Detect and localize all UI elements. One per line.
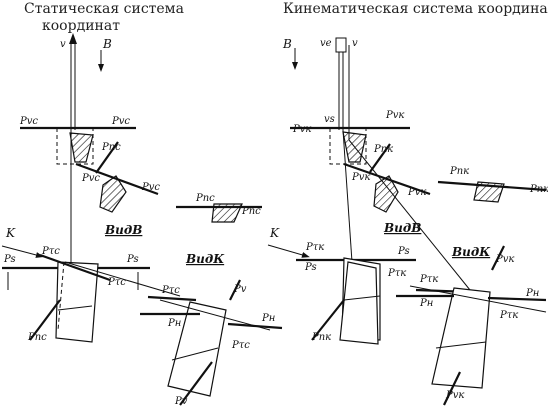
static-Pvc-diag1: Pvc [81, 173, 100, 184]
kin-ve-label: ve [320, 38, 332, 49]
kin-Pvk-diag1: Pvк [351, 172, 370, 183]
kin-Ps-left: Ps [304, 262, 317, 273]
static-system-drawing: v B Pvc Pvc Pnc Pvc Pvc Pnc Pnc ВидВ Вид… [1, 33, 283, 407]
kin-Pnk-bottom: Pnк [311, 332, 331, 343]
static-Ps-right: Ps [126, 254, 139, 265]
static-tilted-section [99, 175, 127, 213]
static-Pnc-bottom-line [29, 299, 61, 341]
kinematic-system-drawing: B ve v Pvк Pvк vs Pnк Pvк Pvк Pnк Pnк Ви… [267, 37, 548, 406]
static-Ptc-right: Pτc [161, 285, 180, 296]
static-Pv-line [229, 279, 241, 301]
static-K-label: K [5, 226, 16, 240]
static-v-arrowhead [69, 33, 77, 44]
kin-Pn2-line [487, 296, 547, 302]
kin-vidB-label: ВидВ [383, 221, 421, 235]
static-Pn2-line [227, 322, 283, 330]
static-Pnc-viewK-right: Pnc [241, 206, 261, 217]
static-viewK-tool [167, 301, 227, 397]
static-Pnc-bottom: Pnc [27, 332, 47, 343]
kin-Pvk-vert-line [491, 245, 505, 271]
static-Pn: Pн [167, 318, 181, 329]
kin-K-label: K [269, 226, 280, 240]
static-title-line2: координат [42, 18, 120, 34]
static-dashed-box [56, 127, 94, 165]
static-tool-dash [57, 261, 65, 331]
static-Ps-left: Ps [3, 254, 16, 265]
kin-viewK-edge [435, 341, 487, 349]
kin-Pn2: Pн [525, 288, 539, 299]
kin-Pvk-bottom: Pvк [445, 390, 464, 401]
static-Ptc-mid: Pτc [107, 277, 126, 288]
static-Ptc-low: Pτc [231, 340, 250, 351]
kin-Pnk-tilt-label: Pnк [373, 144, 393, 155]
kin-vidK-label: ВидК [451, 245, 491, 259]
kin-long-diag [348, 139, 471, 291]
static-title-line1: Статическая система [24, 1, 184, 17]
kin-B-label: B [282, 37, 292, 51]
static-Pvc-right: Pvc [111, 116, 130, 127]
static-v-label: v [60, 39, 66, 50]
kin-Ptk-top: Pτк [305, 242, 324, 253]
static-Pnc-viewK: Pnc [195, 193, 215, 204]
kin-Pvk-bottom-line [443, 371, 461, 406]
static-B-label: B [102, 37, 112, 51]
kin-tool-body-2 [339, 261, 379, 345]
kin-Pnk-tilt [369, 143, 391, 173]
static-hatched-section [69, 132, 94, 163]
static-Ptc-line [39, 253, 111, 282]
kin-Pvk-left: Pvк [292, 124, 311, 135]
kin-tilted-section [373, 175, 399, 213]
static-Pn2: Pн [261, 313, 275, 324]
static-tool-body [55, 261, 99, 343]
kin-axis-extend [342, 129, 353, 263]
kin-viewK-tool [431, 287, 491, 389]
kin-vs-label: vs [324, 114, 335, 125]
kin-dashed-box [329, 127, 367, 165]
kin-v-label: v [352, 38, 358, 49]
static-Ptc-right-line [147, 295, 197, 302]
kin-viewK-hatched [473, 181, 505, 203]
kin-Pnk-viewK: Pnк [449, 166, 469, 177]
static-Pv-bottom: Pv [174, 396, 188, 407]
kin-Pvk-right: Pvк [385, 110, 404, 121]
kin-viewK-diag [409, 285, 547, 313]
kin-Pn: Pн [419, 298, 433, 309]
kin-Ptk-low: Pτк [499, 310, 518, 321]
static-Ptc-top: Pτc [41, 246, 60, 257]
static-Pv: Pv [233, 284, 247, 295]
static-Pv-bottom-line [179, 361, 213, 406]
kin-tool-edge [343, 295, 381, 301]
static-Pvc-left: Pvc [19, 116, 38, 127]
static-long-diag [64, 261, 181, 297]
static-tool-edge [57, 305, 93, 311]
kin-K-arrow [267, 244, 310, 258]
static-K-arrow [1, 245, 44, 258]
static-viewK-edge [171, 347, 219, 361]
kin-Pvk-diag2: Pvк [407, 187, 426, 198]
kin-Pnk-bottom-line [311, 299, 345, 341]
static-Pvc-diag2: Pvc [141, 182, 160, 193]
kin-Ps-mid: Ps [397, 246, 410, 257]
kin-Pnk-viewK-right: Pnк [529, 184, 548, 195]
static-vidK-label: ВидК [185, 252, 225, 266]
kin-ve-box [335, 37, 347, 53]
kinematic-title: Кинематическая система координат [283, 1, 548, 17]
static-Pnc-tilt [95, 141, 119, 174]
kin-Ptk-right: Pτк [419, 274, 438, 285]
static-viewK-hatched [211, 203, 243, 223]
kin-Ptk-mid: Pτк [387, 268, 406, 279]
static-Pnc-tilt-label: Pnc [101, 142, 121, 153]
static-vidB-label: ВидВ [104, 223, 142, 237]
kin-Pvk-vert: Pvк [495, 254, 514, 265]
